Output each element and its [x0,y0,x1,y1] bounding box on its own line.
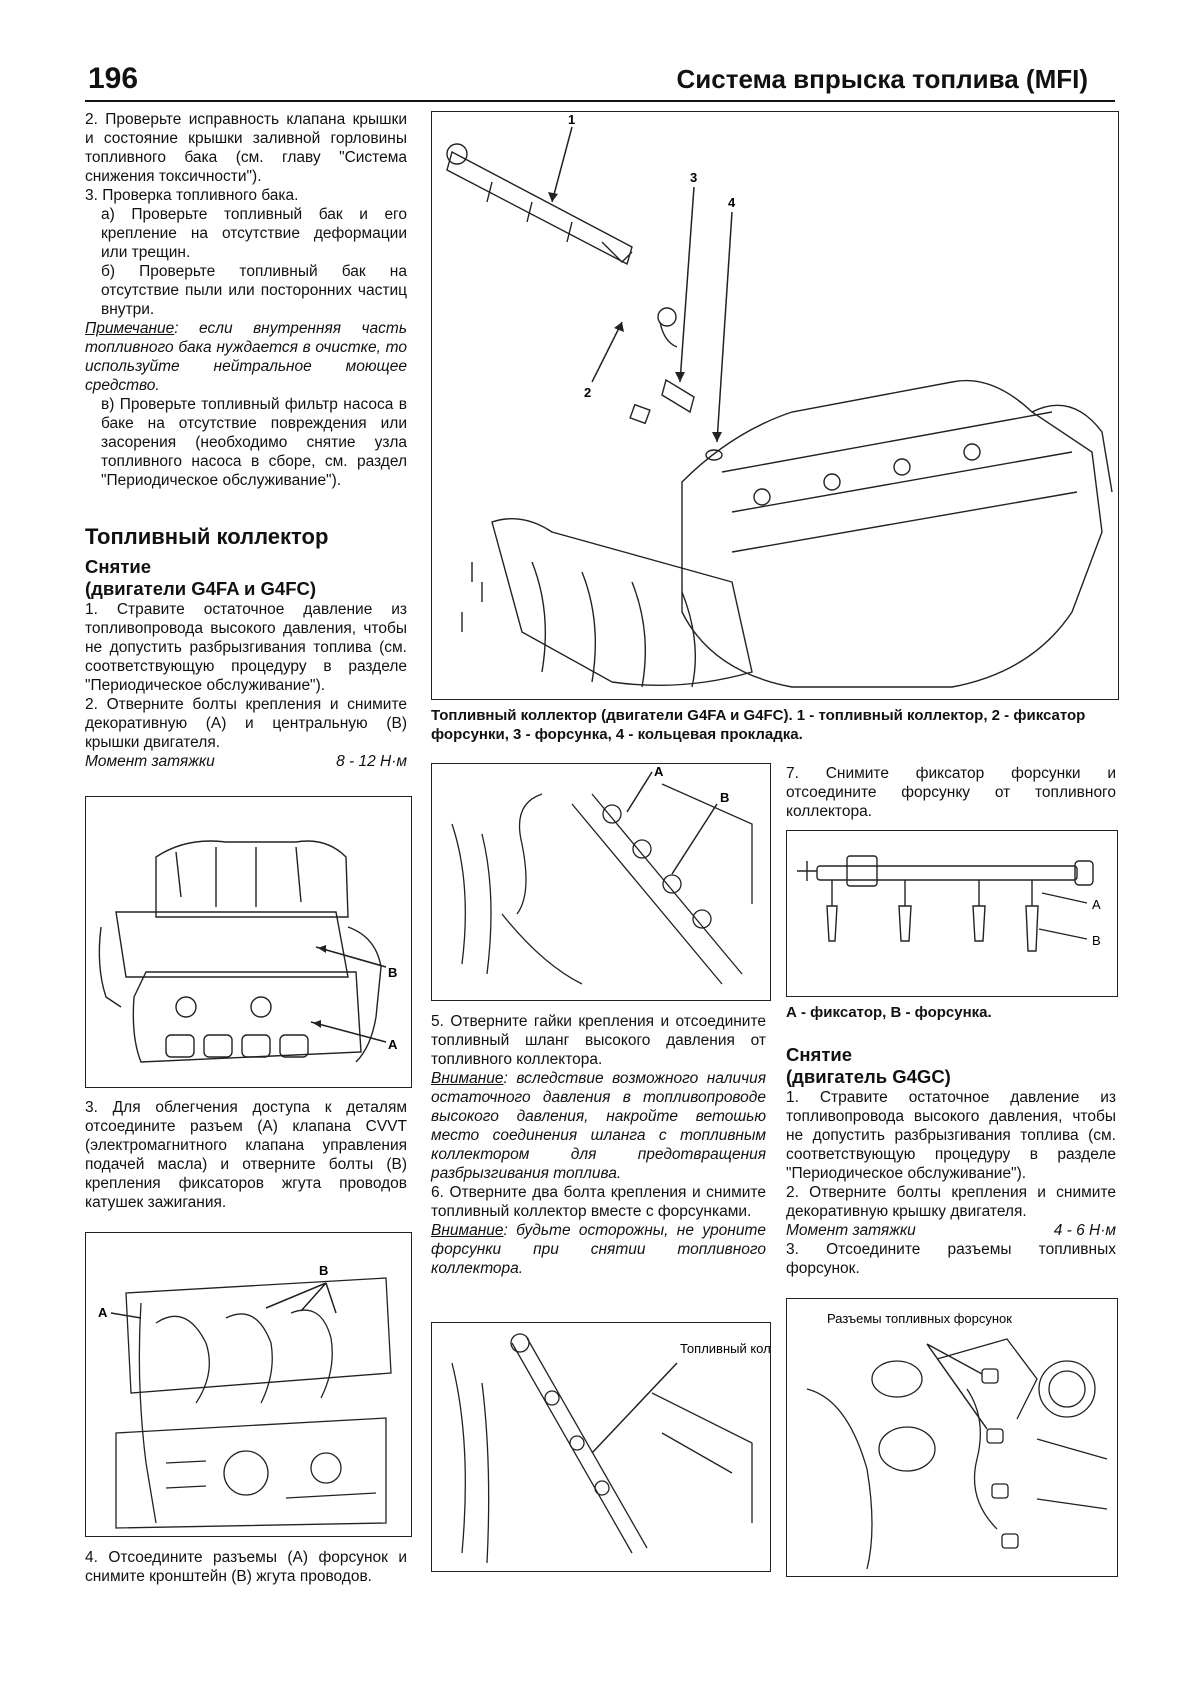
engine-cover-drawing: B A [98,840,398,1063]
paragraph: 2. Отверните болты крепления и снимите д… [85,696,407,751]
paragraph: 4. Отсоедините разъемы (А) форсунок и сн… [85,1549,407,1585]
callout-label: A [388,1037,398,1052]
paragraph: 2. Отверните болты крепления и снимите д… [786,1184,1116,1220]
torque-value: 8 - 12 Н·м [336,753,407,770]
warning-text: : вследствие возможного наличия остаточн… [431,1070,766,1182]
note-text: : если внутренняя часть топливного бака … [85,320,407,394]
harness-drawing: B A [98,1263,392,1529]
callout-label: 1 [568,112,575,127]
main-figure-caption: Топливный коллектор (двигатели G4FA и G4… [431,707,1086,743]
paragraph: 1. Стравите остаточное давление из топли… [786,1089,1116,1182]
callout-label: A [98,1305,108,1320]
subsection-subtitle: (двигатель G4GC) [786,1066,951,1087]
fuel-rail-drawing: 1 2 3 4 [446,112,1113,688]
right-column-text: Снятие (двигатель G4GC) 1. Стравите оста… [786,1044,1116,1278]
warning-label: Внимание [431,1070,504,1087]
paragraph: 1. Стравите остаточное давление из топли… [85,601,407,694]
callout-label: B [388,965,397,980]
left-column-section: Топливный коллектор Снятие (двигатели G4… [85,524,407,771]
callout-label: A [654,764,664,779]
right-column-step7: 7. Снимите фиксатор форсунки и отсоедини… [786,764,1116,821]
left-column-step4: 4. Отсоедините разъемы (А) форсунок и сн… [85,1548,407,1586]
warning-text: : будьте осторожны, не уроните форсунки … [431,1222,766,1277]
rail-injectors-drawing: A B [797,855,1101,952]
injectors-harness-figure: A B [431,763,771,1001]
callout-label: 2 [584,385,591,400]
torque-label: Момент затяжки [85,753,215,770]
paragraph: 7. Снимите фиксатор форсунки и отсоедини… [786,765,1116,820]
paragraph: 6. Отверните два болта крепления и сними… [431,1184,766,1220]
page-number: 196 [88,62,139,95]
paragraph: 3. Отсоедините разъемы топливных форсуно… [786,1241,1116,1277]
engine-cover-figure: B A [85,796,412,1088]
connectors-drawing: Разъемы топливных форсунок [806,1311,1108,1570]
page-title: Система впрыска топлива (MFI) [676,64,1088,94]
warning: Внимание: вследствие возможного наличия … [431,1069,766,1183]
paragraph: а) Проверьте топливный бак и его креплен… [101,206,407,261]
warning: Внимание: будьте осторожны, не уроните ф… [431,1221,766,1278]
header-rule [85,100,1115,102]
harness-figure: B A [85,1232,412,1537]
paragraph: 3. Проверка топливного бака. [85,187,299,204]
connectors-label: Разъемы топливных форсунок [827,1311,1012,1326]
subsection-title: Снятие [85,556,152,577]
torque-spec: Момент затяжки 4 - 6 Н·м [786,1221,1116,1240]
injectors-harness-drawing: A B [451,764,753,985]
left-column-step3: 3. Для облегчения доступа к деталям отсо… [85,1098,407,1212]
subsection-title: Снятие [786,1044,853,1065]
collector-drawing: Топливный коллектор [451,1333,770,1564]
paragraph: 5. Отверните гайки крепления и отсоедини… [431,1013,766,1068]
note: Примечание: если внутренняя часть топлив… [85,319,407,395]
connectors-figure: Разъемы топливных форсунок [786,1298,1118,1577]
rail-figure-caption: А - фиксатор, В - форсунка. [786,1004,992,1021]
left-column-top: 2. Проверьте исправность клапана крышки … [85,110,407,490]
paragraph: б) Проверьте топливный бак на отсутствие… [101,263,407,318]
note-label: Примечание [85,320,175,337]
paragraph: 3. Для облегчения доступа к деталям отсо… [85,1099,407,1211]
rail-injectors-figure: A B [786,830,1118,997]
callout-label: 3 [690,170,697,185]
warning-label: Внимание [431,1222,504,1239]
paragraph: в) Проверьте топливный фильтр насоса в б… [101,396,407,489]
subsection-subtitle: (двигатели G4FA и G4FC) [85,578,317,599]
section-title: Топливный коллектор [85,524,329,549]
callout-label: B [1092,933,1101,948]
collector-figure: Топливный коллектор [431,1322,771,1572]
fuel-rail-main-figure: 1 2 3 4 [431,111,1119,700]
torque-label: Момент затяжки [786,1222,916,1239]
callout-label: A [1092,897,1101,912]
callout-label: 4 [728,195,736,210]
torque-value: 4 - 6 Н·м [1053,1222,1116,1239]
paragraph: 2. Проверьте исправность клапана крышки … [85,111,407,185]
callout-label: B [720,790,729,805]
callout-label: B [319,1263,328,1278]
torque-spec: Момент затяжки 8 - 12 Н·м [85,752,407,771]
middle-column-text: 5. Отверните гайки крепления и отсоедини… [431,1012,766,1278]
collector-label: Топливный коллектор [680,1341,770,1356]
